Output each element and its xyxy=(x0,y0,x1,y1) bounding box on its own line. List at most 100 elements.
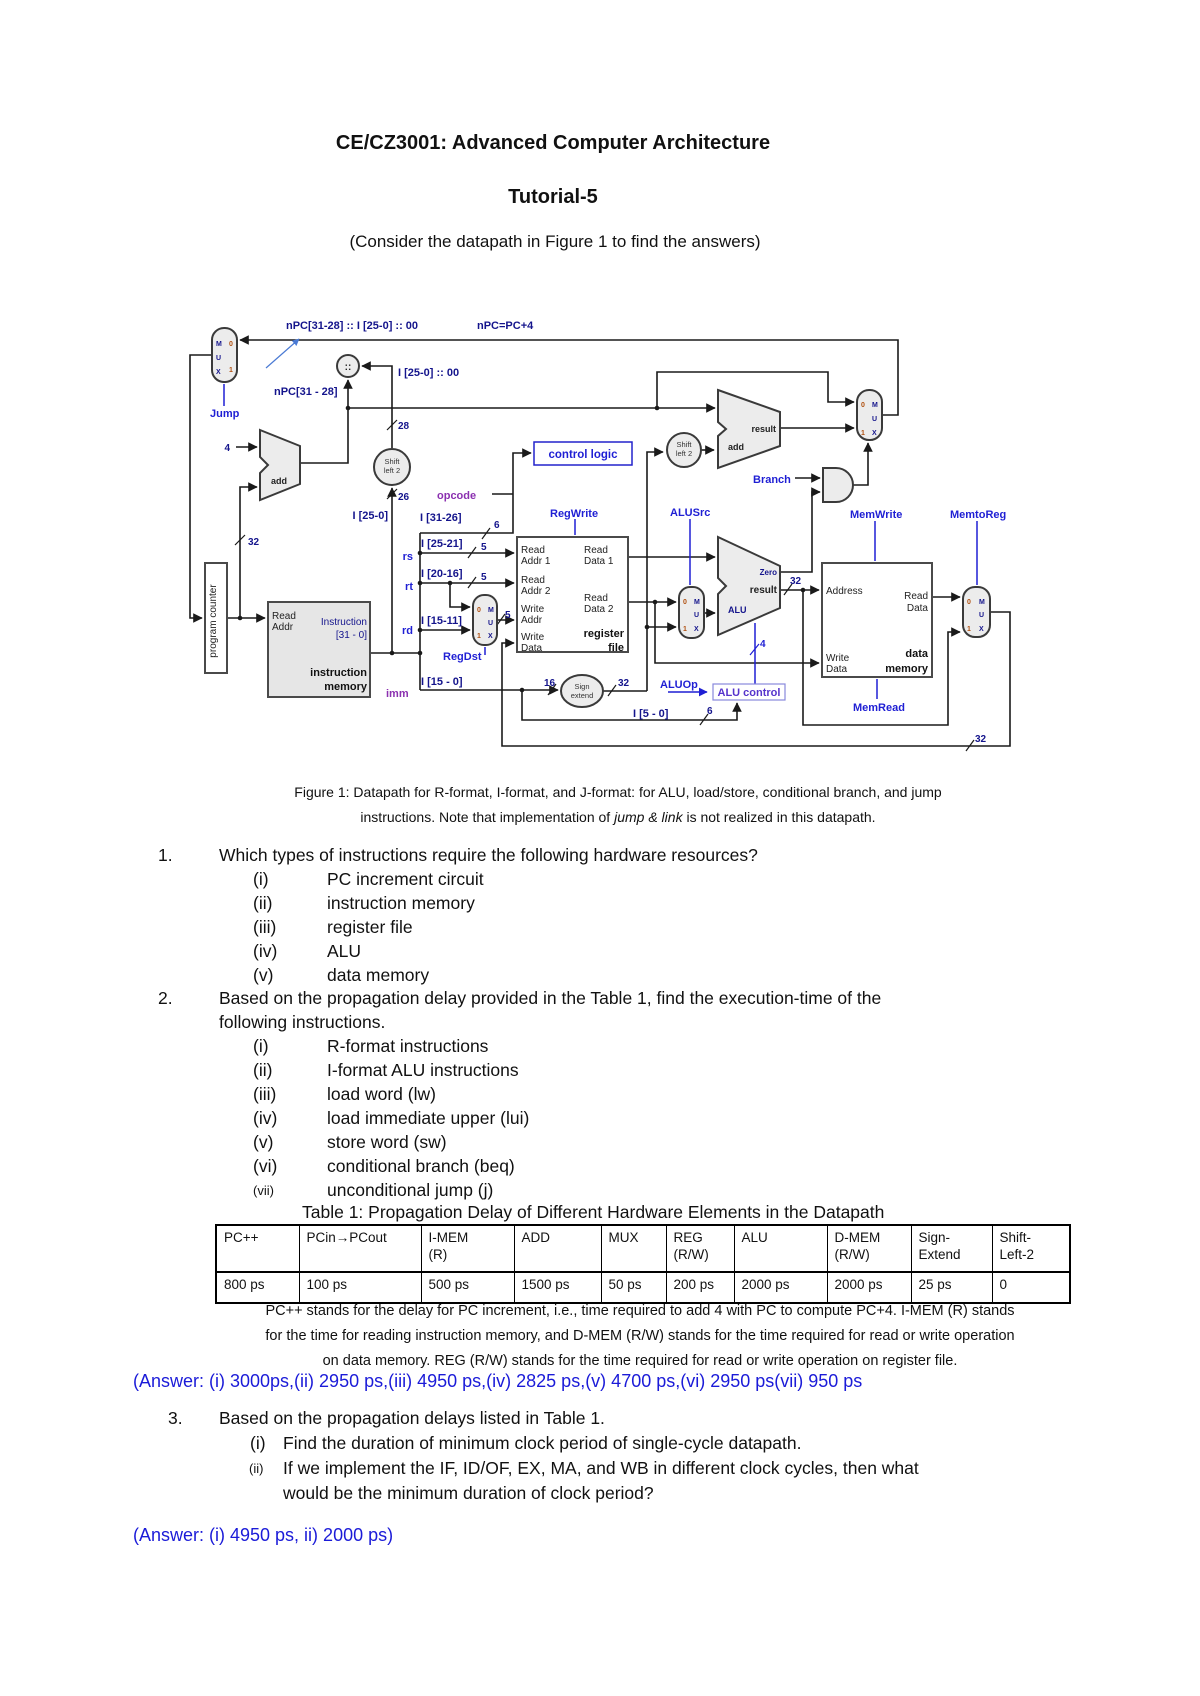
mux-label: 0 xyxy=(861,402,865,409)
im-name1: instruction xyxy=(310,667,367,679)
rf-addr1: Addr 1 xyxy=(521,556,551,567)
width-5-rd: 5 xyxy=(505,610,511,621)
delay-value: 100 ps xyxy=(298,1271,422,1304)
im-name2: memory xyxy=(324,681,368,693)
mux-label: M xyxy=(694,599,700,606)
col-header: ADD xyxy=(513,1224,602,1273)
jump-mux xyxy=(211,327,238,383)
rf-name1: register xyxy=(584,628,625,640)
caption-post: is not realized in this datapath. xyxy=(682,809,876,825)
q3-item-text-line2: would be the minimum duration of clock p… xyxy=(283,1483,654,1503)
i2016-label: I [20-16] xyxy=(421,568,463,580)
table-note-line2: for the time for reading instruction mem… xyxy=(265,1328,1015,1344)
q1-item-num: (i) xyxy=(253,869,269,889)
sign-extend-label1: Sign xyxy=(574,682,589,691)
alusrc-mux xyxy=(678,586,705,639)
jump-signal-label: Jump xyxy=(210,408,240,420)
data-memory-box xyxy=(821,562,933,678)
col-header: MUX xyxy=(600,1224,667,1273)
pc-adder-shape xyxy=(259,428,301,502)
memread-label: MemRead xyxy=(853,702,905,714)
mux-label: M xyxy=(488,607,494,614)
mux-label: M xyxy=(979,599,985,606)
mux-label: X xyxy=(216,369,221,376)
figure-caption-line1: Figure 1: Datapath for R-format, I-forma… xyxy=(294,784,942,800)
mux-label: X xyxy=(488,633,493,640)
delay-value: 2000 ps xyxy=(733,1271,828,1304)
answer-q3: (Answer: (i) 4950 ps, ii) 2000 ps) xyxy=(133,1525,394,1545)
memtoreg-label: MemtoReg xyxy=(950,509,1006,521)
rf-data2: Data 2 xyxy=(584,604,614,615)
alu-zero-label: Zero xyxy=(760,568,777,577)
im-instruction: Instruction xyxy=(321,617,367,628)
alu-shape xyxy=(717,535,781,637)
regdst-mux xyxy=(472,594,498,646)
q3-item-num: (i) xyxy=(250,1433,266,1453)
rd-label: rd xyxy=(402,625,413,637)
rf-readdata1a: Read xyxy=(584,545,608,556)
table-caption: Table 1: Propagation Delay of Different … xyxy=(302,1202,885,1222)
dm-read: Read xyxy=(904,591,928,602)
register-file-box xyxy=(516,536,629,653)
q2-item-num: (vi) xyxy=(253,1156,278,1176)
mux-label: M xyxy=(872,402,878,409)
dm-name1: data xyxy=(905,648,929,660)
mux-labels: M 0 U X 1 0 M U 1 X 0 M U 1 X 0 M U 1 X … xyxy=(216,341,985,640)
col-header: PC++ xyxy=(215,1224,300,1273)
shift-left2-branch-label1: Shift xyxy=(676,440,692,449)
shift-left2-branch-label2: left 2 xyxy=(676,449,692,458)
branch-adder-shape xyxy=(717,388,781,470)
shift-left2-jump-label2: left 2 xyxy=(384,466,400,475)
datapath-figure: nPC[31-28] :: I [25-0] :: 00 nPC=PC+4 nP… xyxy=(189,320,1011,752)
const-4: 4 xyxy=(224,443,230,454)
regwrite-label: RegWrite xyxy=(550,508,598,520)
width-6-funct: 6 xyxy=(707,706,713,717)
q3-item-text: Find the duration of minimum clock perio… xyxy=(283,1433,802,1453)
sign-extend-label2: extend xyxy=(571,691,594,700)
mux-label: 0 xyxy=(967,599,971,606)
alu-control-label: ALU control xyxy=(718,687,781,699)
shift-left2-jump xyxy=(373,448,411,486)
and-gate xyxy=(822,467,854,503)
width-32-signext: 32 xyxy=(618,678,630,689)
control-logic-label: control logic xyxy=(549,449,619,461)
i150-label: I [15 - 0] xyxy=(421,676,463,688)
delay-value: 2000 ps xyxy=(826,1271,912,1304)
q1-item-text: ALU xyxy=(327,941,362,961)
q2-item-text: R-format instructions xyxy=(327,1036,489,1056)
q1-item-text: data memory xyxy=(327,965,430,985)
rf-readdata2a: Read xyxy=(584,593,608,604)
q2-text-line1: Based on the propagation delay provided … xyxy=(219,988,882,1008)
mux-label: X xyxy=(872,430,877,437)
delay-value: 1500 ps xyxy=(513,1271,602,1304)
pc-adder-label: add xyxy=(271,476,287,486)
imm-label: imm xyxy=(386,688,409,700)
width-4-aluctl: 4 xyxy=(760,639,766,650)
delay-value: 0 xyxy=(991,1271,1071,1304)
rf-writeaddr: Addr xyxy=(521,615,543,626)
width-28: 28 xyxy=(398,421,410,432)
table-note-line3: on data memory. REG (R/W) stands for the… xyxy=(322,1353,958,1369)
junction-dots xyxy=(237,405,806,693)
col-header: PCin→PCout xyxy=(298,1224,422,1273)
rs-label: rs xyxy=(403,551,413,563)
q2-item-num: (iii) xyxy=(253,1084,277,1104)
i250-label: I [25-0] xyxy=(353,510,389,522)
delay-value: 50 ps xyxy=(600,1271,667,1304)
mux-label: X xyxy=(979,626,984,633)
delay-value: 25 ps xyxy=(910,1271,993,1304)
mux-label: 0 xyxy=(229,341,233,348)
program-counter-label: program counter xyxy=(208,584,219,658)
table-note-line1: PC++ stands for the delay for PC increme… xyxy=(265,1303,1015,1319)
q1-item-text: instruction memory xyxy=(327,893,475,913)
dm-address: Address xyxy=(826,586,863,597)
im-read: Read xyxy=(272,611,296,622)
q3-text: Based on the propagation delays listed i… xyxy=(219,1408,605,1428)
q1-item-num: (ii) xyxy=(253,893,273,913)
branch-label: Branch xyxy=(753,474,791,486)
mux-label: 0 xyxy=(683,599,687,606)
rf-read1a: Read xyxy=(521,545,545,556)
program-counter-box xyxy=(204,562,228,674)
q2-item-num: (vii) xyxy=(253,1183,274,1198)
